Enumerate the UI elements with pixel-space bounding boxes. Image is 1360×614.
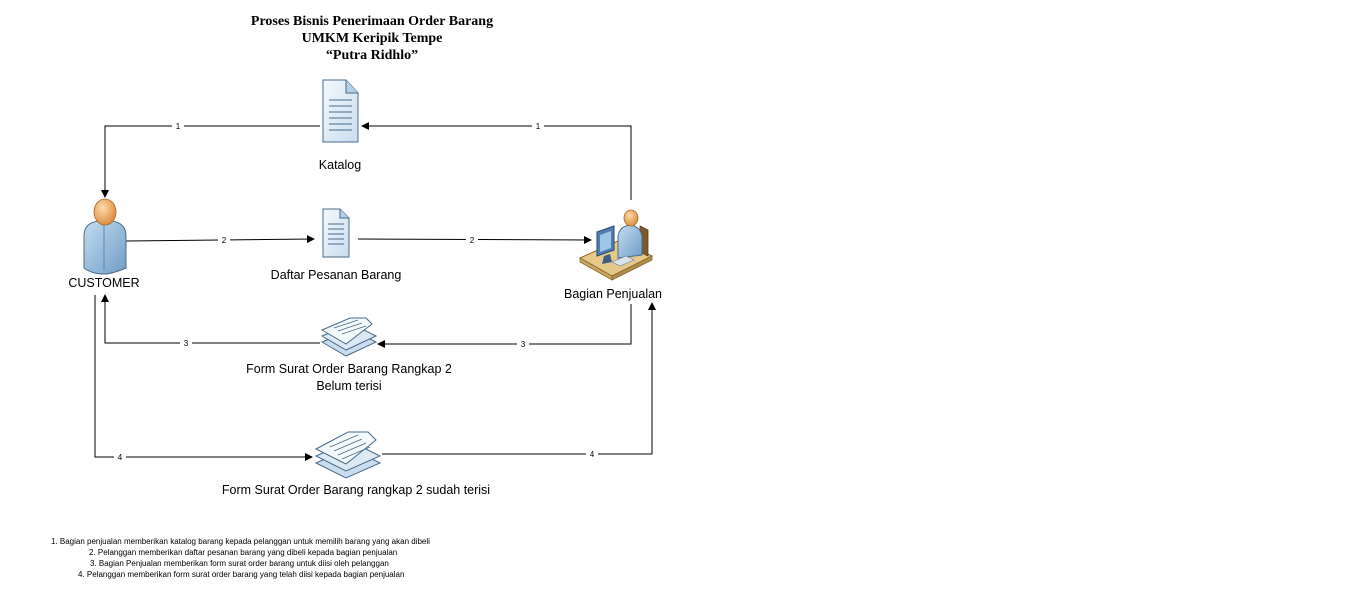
flow-2-number-right: 2: [470, 236, 475, 245]
flow-1-number-left: 1: [176, 122, 181, 131]
note-2: 2. Pelanggan memberikan daftar pesanan b…: [89, 548, 397, 557]
flow-1-arrow-sales-to-katalog: [361, 122, 632, 200]
diagram-title-line2: UMKM Keripik Tempe: [302, 31, 443, 46]
note-4: 4. Pelanggan memberikan form surat order…: [78, 570, 404, 579]
form-sudah-terisi-document: Form Surat Order Barang rangkap 2 sudah …: [222, 431, 490, 497]
flow-3-number-right: 3: [521, 340, 526, 349]
flow-1: 1 1: [101, 121, 632, 200]
flow-4-number-left: 4: [118, 453, 123, 462]
multi-document-icon: [320, 317, 378, 357]
flow-4: 4 4: [94, 295, 656, 462]
note-1: 1. Bagian penjualan memberikan katalog b…: [51, 537, 430, 546]
diagram-title-line3: “Putra Ridhlo”: [326, 48, 418, 63]
person-at-computer-icon: [578, 209, 654, 281]
document-icon: [322, 208, 350, 258]
person-icon: [83, 198, 127, 275]
flow-2: 2 2: [124, 235, 592, 245]
katalog-label: Katalog: [319, 158, 361, 172]
sales-actor: Bagian Penjualan: [564, 209, 662, 301]
flow-3-arrow-sales-to-form: [377, 304, 632, 348]
flow-4-arrow-customer-to-form: [94, 295, 313, 461]
daftar-pesanan-label: Daftar Pesanan Barang: [271, 268, 402, 282]
flow-4-number-right: 4: [590, 450, 595, 459]
flow-3-number-left: 3: [184, 339, 189, 348]
daftar-pesanan-document: Daftar Pesanan Barang: [271, 208, 402, 282]
customer-actor: CUSTOMER: [68, 198, 140, 290]
multi-document-icon: [314, 431, 382, 479]
form-belum-terisi-document: Form Surat Order Barang Rangkap 2 Belum …: [246, 317, 452, 393]
flow-4-arrow-form-to-sales: [382, 302, 656, 455]
katalog-document: Katalog: [319, 79, 361, 172]
sales-label: Bagian Penjualan: [564, 287, 662, 301]
form-sudah-terisi-label: Form Surat Order Barang rangkap 2 sudah …: [222, 483, 490, 497]
flow-1-number-right: 1: [536, 122, 541, 131]
note-3: 3. Bagian Penjualan memberikan form sura…: [90, 559, 389, 568]
diagram-title-line1: Proses Bisnis Penerimaan Order Barang: [251, 14, 493, 29]
flow-3: 3 3: [101, 294, 632, 349]
form-belum-terisi-label-line2: Belum terisi: [316, 379, 381, 393]
customer-label: CUSTOMER: [68, 276, 139, 290]
form-belum-terisi-label-line1: Form Surat Order Barang Rangkap 2: [246, 362, 452, 376]
flow-1-arrow-katalog-to-customer: [101, 125, 320, 198]
document-icon: [322, 79, 359, 143]
process-notes: 1. Bagian penjualan memberikan katalog b…: [51, 537, 430, 579]
flow-2-number-left: 2: [222, 236, 227, 245]
flow-3-arrow-form-to-customer: [101, 294, 320, 344]
